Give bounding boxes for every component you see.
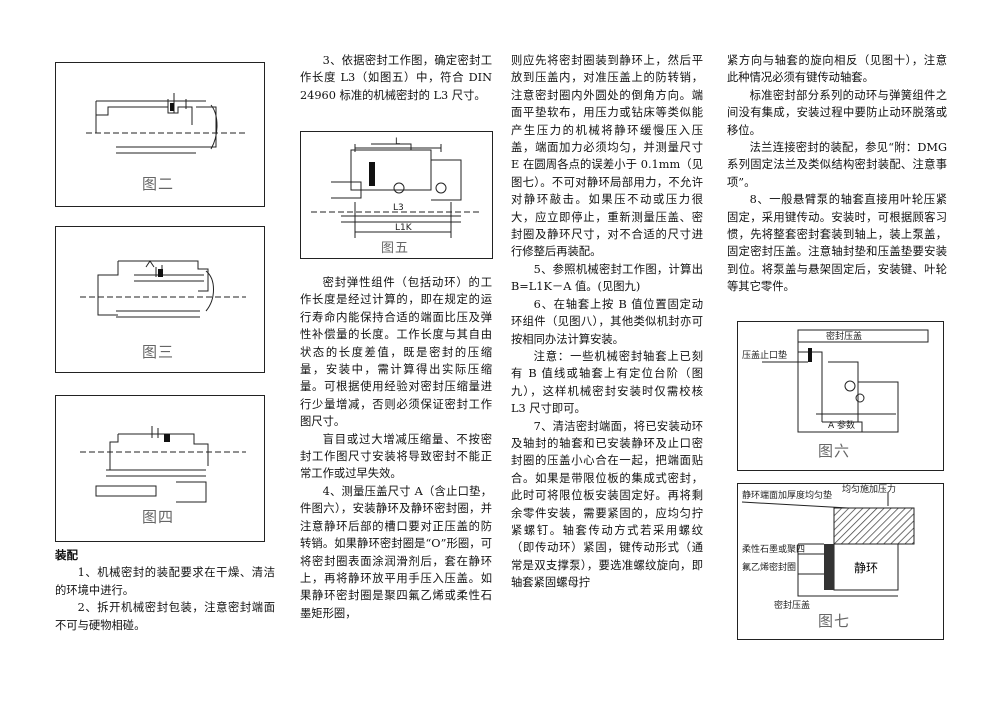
figure-7-drawing: 均匀施加压力 静环端面加厚度均匀垫 柔性石墨或聚四 氟乙烯密封圈 静环 密封压盖 [741,484,915,611]
col3-paragraph-4: 注意：一些机械密封轴套上已刻有 B 值线或轴套上有定位台阶（图九），这样机械密封… [511,349,703,416]
figure-6-label-a: A 参数 [828,419,855,431]
figure-7-label-force: 均匀施加压力 [842,484,896,495]
figure-5-caption: 图五 [381,241,410,256]
figure-3: 图三 [55,226,265,373]
figure-6-drawing: 密封压盖 压盖止口垫 A 参数 [742,329,929,433]
figure-2-caption: 图二 [142,175,175,193]
figure-4-drawing [80,426,246,503]
figure-7-label-graphite: 柔性石墨或聚四 [742,543,805,555]
figure-2-drawing [86,93,246,154]
column-2-text-top: 3、依据密封工作图，确定密封工作长度 L3（如图五）中，符合 DIN 24960… [300,52,492,104]
figure-6: 密封压盖 压盖止口垫 A 参数 图六 [737,321,944,471]
figure-6-caption: 图六 [818,442,851,460]
column-2-text-bottom: 密封弹性组件（包括动环）的工作长度是经过计算的，即在规定的运行寿命内能保持合适的… [300,274,492,622]
figure-7: 均匀施加压力 静环端面加厚度均匀垫 柔性石墨或聚四 氟乙烯密封圈 静环 密封压盖… [737,483,944,640]
figure-5-drawing: L L3 L1K [311,137,481,238]
figure-7-label-ptfe: 氟乙烯密封圈 [742,561,796,573]
col2-paragraph-1: 3、依据密封工作图，确定密封工作长度 L3（如图五）中，符合 DIN 24960… [300,54,492,102]
figure-6-label-gasket: 压盖止口垫 [742,349,787,361]
figure-2: 图二 [55,62,265,207]
figure-5-label-l3: L3 [393,203,404,213]
figure-7-caption: 图七 [818,612,851,630]
figure-7-label-face: 静环端面加厚度均匀垫 [742,489,832,501]
figure-7-label-gland: 密封压盖 [774,599,810,611]
col4-paragraph-2: 标准密封部分系列的动环与弹簧组件之间没有集成，安装过程中要防止动环脱落或移位。 [727,88,947,137]
col4-paragraph-3: 法兰连接密封的装配，参见“附：DMG 系列固定法兰及类似结构密封装配、注意事项”… [727,141,947,189]
col1-paragraph-2: 2、拆开机械密封包装，注意密封端面不可与硬物相碰。 [55,601,275,632]
col1-paragraph-1: 1、机械密封的装配要求在干燥、清洁的环境中进行。 [55,566,275,597]
figure-4: 图四 [55,395,265,542]
column-1-text: 装配 1、机械密封的装配要求在干燥、清洁的环境中进行。 2、拆开机械密封包装，注… [55,547,275,634]
col3-paragraph-2: 5、参照机械密封工作图，计算出 B=L1K－A 值。(见图九) [511,262,703,294]
figure-5: L L3 L1K 图五 [300,131,493,259]
col4-paragraph-4: 8、一般悬臂泵的轴套直接用叶轮压紧固定，采用键传动。安装时，可根据顾客习惯，先将… [727,193,947,294]
col3-paragraph-5: 7、清洁密封端面，将已安装动环及轴封的轴套和已安装静环及止口密封圈的压盖小心合在… [511,419,703,590]
col3-paragraph-1: 则应先将密封圈装到静环上，然后平放到压盖内，对准压盖上的防转销，注意密封圈内外圆… [511,54,703,259]
figure-3-caption: 图三 [142,343,175,361]
column-3-text: 则应先将密封圈装到静环上，然后平放到压盖内，对准压盖上的防转销，注意密封圈内外圆… [511,52,703,592]
figure-5-label-l: L [395,137,400,147]
figure-3-drawing [80,260,246,318]
col3-paragraph-3: 6、在轴套上按 B 值位置固定动环组件（见图八），其他类似机封亦可按相同办法计算… [511,297,703,346]
figure-6-label-gland: 密封压盖 [826,330,862,342]
col2-paragraph-3: 盲目或过大增减压缩量、不按密封工作图尺寸安装将导致密封不能正常工作或过早失效。 [300,432,492,481]
section-heading-assembly: 装配 [55,548,78,562]
figure-4-caption: 图四 [142,508,175,526]
col2-paragraph-4: 4、测量压盖尺寸 A（含止口垫，件图六），安装静环及静环密封圈，并注意静环后部的… [300,484,492,620]
figure-7-label-ring: 静环 [854,561,878,575]
figure-5-label-l1k: L1K [395,223,413,233]
col2-paragraph-2: 密封弹性组件（包括动环）的工作长度是经过计算的，即在规定的运行寿命内能保持合适的… [300,276,492,429]
col4-paragraph-1: 紧方向与轴套的旋向相反（见图十），注意此种情况必须有键传动轴套。 [727,54,947,85]
column-4-text: 紧方向与轴套的旋向相反（见图十），注意此种情况必须有键传动轴套。 标准密封部分系… [727,52,947,296]
